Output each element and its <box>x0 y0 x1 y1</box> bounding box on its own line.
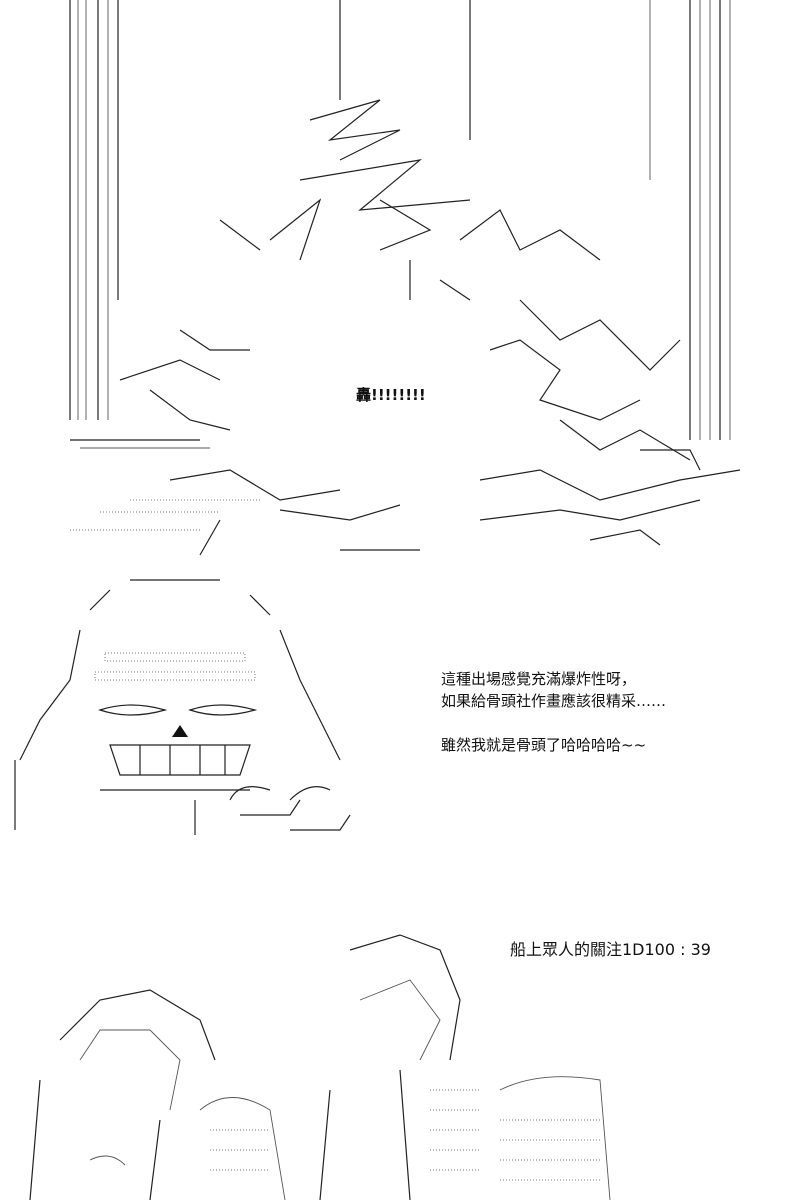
narration-line: 這種出場感覺充滿爆炸性呀， <box>441 670 637 688</box>
bottom-characters-art <box>29 934 611 1200</box>
ground-debris-art <box>70 439 741 556</box>
dice-roll-result: 船上眾人的關注1D100 : 39 <box>510 940 711 959</box>
skull-character-art <box>14 579 351 835</box>
sound-effect-text: 轟!!!!!!!! <box>356 386 426 404</box>
narration-line: 雖然我就是骨頭了哈哈哈哈~~ <box>441 736 647 754</box>
spacer <box>441 712 666 734</box>
left-pillar-art <box>69 0 119 420</box>
narration-block: 這種出場感覺充滿爆炸性呀， 如果給骨頭社作畫應該很精采…… 雖然我就是骨頭了哈哈… <box>441 668 666 756</box>
explosion-burst-art <box>119 0 691 461</box>
triangle-nose-icon <box>172 725 188 737</box>
narration-line: 如果給骨頭社作畫應該很精采…… <box>441 692 667 710</box>
right-pillar-art <box>649 0 731 440</box>
